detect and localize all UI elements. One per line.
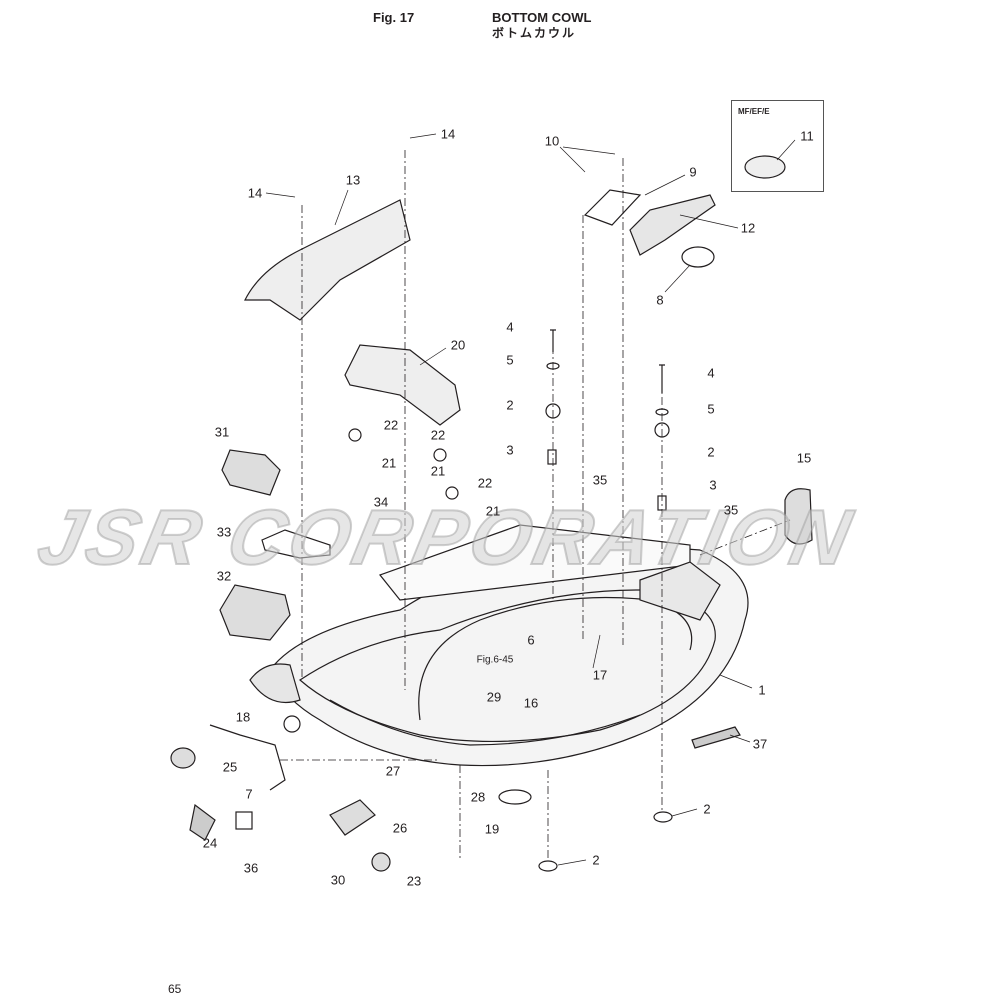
callout-number: 36 xyxy=(243,860,259,876)
callout-number: 23 xyxy=(406,873,422,889)
callout-number: 2 xyxy=(592,852,600,868)
callout-number: 13 xyxy=(345,172,361,188)
figure-number: Fig. 17 xyxy=(373,10,415,25)
callout-number: 24 xyxy=(202,835,218,851)
bracket-part xyxy=(344,344,461,426)
callout-number: 29 xyxy=(486,689,502,705)
callout-number: 4 xyxy=(506,319,514,335)
page-number: 65 xyxy=(168,982,182,996)
callout-number: 21 xyxy=(430,463,446,479)
upper-cover-part xyxy=(244,199,411,321)
callout-number: 4 xyxy=(707,365,715,381)
callout-number: 31 xyxy=(214,424,230,440)
callout-number: 26 xyxy=(392,820,408,836)
bottom-cowl-part xyxy=(269,539,749,767)
figure-reference: Fig.6-45 xyxy=(476,654,514,666)
callout-number: 22 xyxy=(477,475,493,491)
callout-number: 6 xyxy=(527,632,535,648)
callout-number: 19 xyxy=(484,821,500,837)
callout-number: 17 xyxy=(592,667,608,683)
callout-number: 3 xyxy=(506,442,514,458)
page-title: BOTTOM COWL xyxy=(492,10,592,25)
callout-number: 33 xyxy=(216,524,232,540)
callout-number: 35 xyxy=(723,502,739,518)
callout-number: 37 xyxy=(752,736,768,752)
variant-box: MF/EF/E 11 xyxy=(731,100,824,192)
callout-number: 2 xyxy=(707,444,715,460)
callout-number: 9 xyxy=(689,164,697,180)
callout-number: 3 xyxy=(709,477,717,493)
callout-number: 5 xyxy=(506,352,514,368)
callout-number: 30 xyxy=(330,872,346,888)
callout-number: 14 xyxy=(440,126,456,142)
callout-number: 1 xyxy=(758,682,766,698)
callout-number: 2 xyxy=(703,801,711,817)
callout-number: 8 xyxy=(656,292,664,308)
callout-number: 7 xyxy=(245,786,253,802)
callout-number: 18 xyxy=(235,709,251,725)
callout-number: 32 xyxy=(216,568,232,584)
callout-number: 35 xyxy=(592,472,608,488)
callout-number: 2 xyxy=(506,397,514,413)
callout-number: 21 xyxy=(485,503,501,519)
callout-number: 27 xyxy=(385,763,401,779)
callout-number: 22 xyxy=(383,417,399,433)
callout-number: 28 xyxy=(470,789,486,805)
variant-label: MF/EF/E xyxy=(738,107,770,116)
callout-number: 14 xyxy=(247,185,263,201)
callout-number: 22 xyxy=(430,427,446,443)
callout-number: 16 xyxy=(523,695,539,711)
page-title-japanese: ボトムカウル xyxy=(492,26,577,40)
callout-number: 11 xyxy=(800,128,814,144)
callout-number: 15 xyxy=(796,450,812,466)
callout-number: 20 xyxy=(450,337,466,353)
callout-number: 34 xyxy=(373,494,389,510)
callout-number: 21 xyxy=(381,455,397,471)
callout-number: 10 xyxy=(544,133,560,149)
callout-number: 12 xyxy=(740,220,756,236)
callout-number: 25 xyxy=(222,759,238,775)
callout-number: 5 xyxy=(707,401,715,417)
